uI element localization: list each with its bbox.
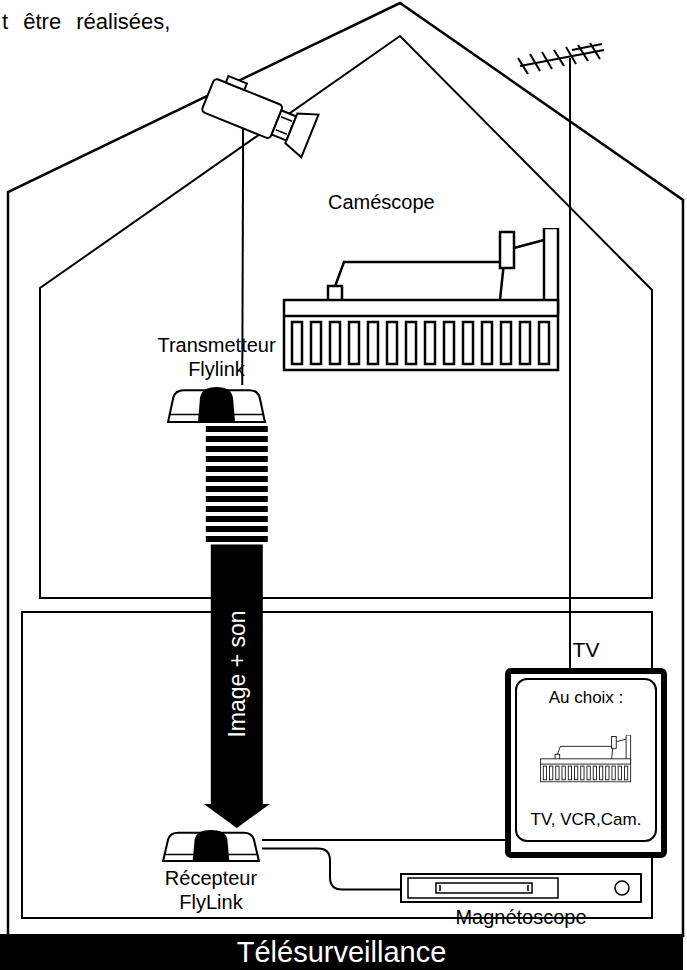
- signal-stripe: [206, 426, 268, 432]
- screen-text: TV, VCR,Cam.: [531, 810, 642, 830]
- signal-arrow: [204, 426, 270, 828]
- lower-floor: [22, 612, 652, 918]
- screen-text: Au choix :: [549, 688, 624, 708]
- vcr-case: [401, 874, 641, 902]
- crib-thumbnail-box: [540, 735, 632, 783]
- tv-set: Au choix :TV, VCR,Cam.TV: [505, 668, 667, 858]
- signal-stripe: [206, 436, 268, 442]
- cable-line: [262, 839, 505, 841]
- cable: [262, 848, 400, 889]
- vcr: Magnétoscope: [400, 873, 642, 903]
- receiver: Récepteur FlyLink: [160, 828, 262, 862]
- flylink-device: [165, 385, 268, 423]
- node-label: Magnétoscope: [400, 905, 642, 929]
- edge-label: Image + son: [224, 611, 250, 738]
- vcr-knob: [615, 881, 629, 895]
- cable: [262, 839, 505, 840]
- cable-line: [262, 848, 400, 889]
- node-label: Caméscope: [328, 190, 435, 214]
- device-seam: [170, 414, 263, 416]
- arrow-head: [204, 804, 270, 828]
- crib: [284, 228, 558, 370]
- signal-stripe: [206, 486, 268, 492]
- text-fragment: t être réalisées,: [2, 8, 170, 36]
- device-dome: [193, 830, 230, 861]
- tv-screen: Au choix : TV, VCR,Cam.: [515, 678, 657, 842]
- node-label: TV: [505, 638, 667, 662]
- node-label: Récepteur FlyLink: [138, 866, 284, 914]
- signal-stripe: [206, 446, 268, 452]
- signal-stripe: [206, 536, 268, 542]
- house-outline: [8, 3, 683, 937]
- signal-stripe: [206, 476, 268, 482]
- device-dome: [198, 387, 235, 422]
- vcr-icon: [400, 873, 642, 903]
- camcorder-icon: [195, 92, 325, 152]
- tape-slot: [436, 883, 532, 893]
- node-label: Transmetteur Flylink: [143, 333, 290, 381]
- vcr-panel: [408, 878, 558, 898]
- title: Télésurveillance: [0, 934, 683, 970]
- camcorder: Caméscope: [195, 92, 325, 152]
- signal-stripe: [206, 496, 268, 502]
- crib-thumbnail: [540, 735, 632, 783]
- flylink-device: [160, 828, 262, 862]
- signal-stripe: [206, 516, 268, 522]
- signal-stripe: [206, 526, 268, 532]
- title-band: [0, 934, 683, 970]
- arrow-body: [211, 545, 263, 805]
- signal-stripe: [206, 466, 268, 472]
- device-seam: [165, 854, 257, 855]
- signal-stripe: [206, 506, 268, 512]
- signal-stripe: [206, 456, 268, 462]
- transmitter: Transmetteur Flylink: [165, 385, 268, 423]
- upper-floor: [40, 36, 652, 598]
- camera-body: [199, 72, 319, 158]
